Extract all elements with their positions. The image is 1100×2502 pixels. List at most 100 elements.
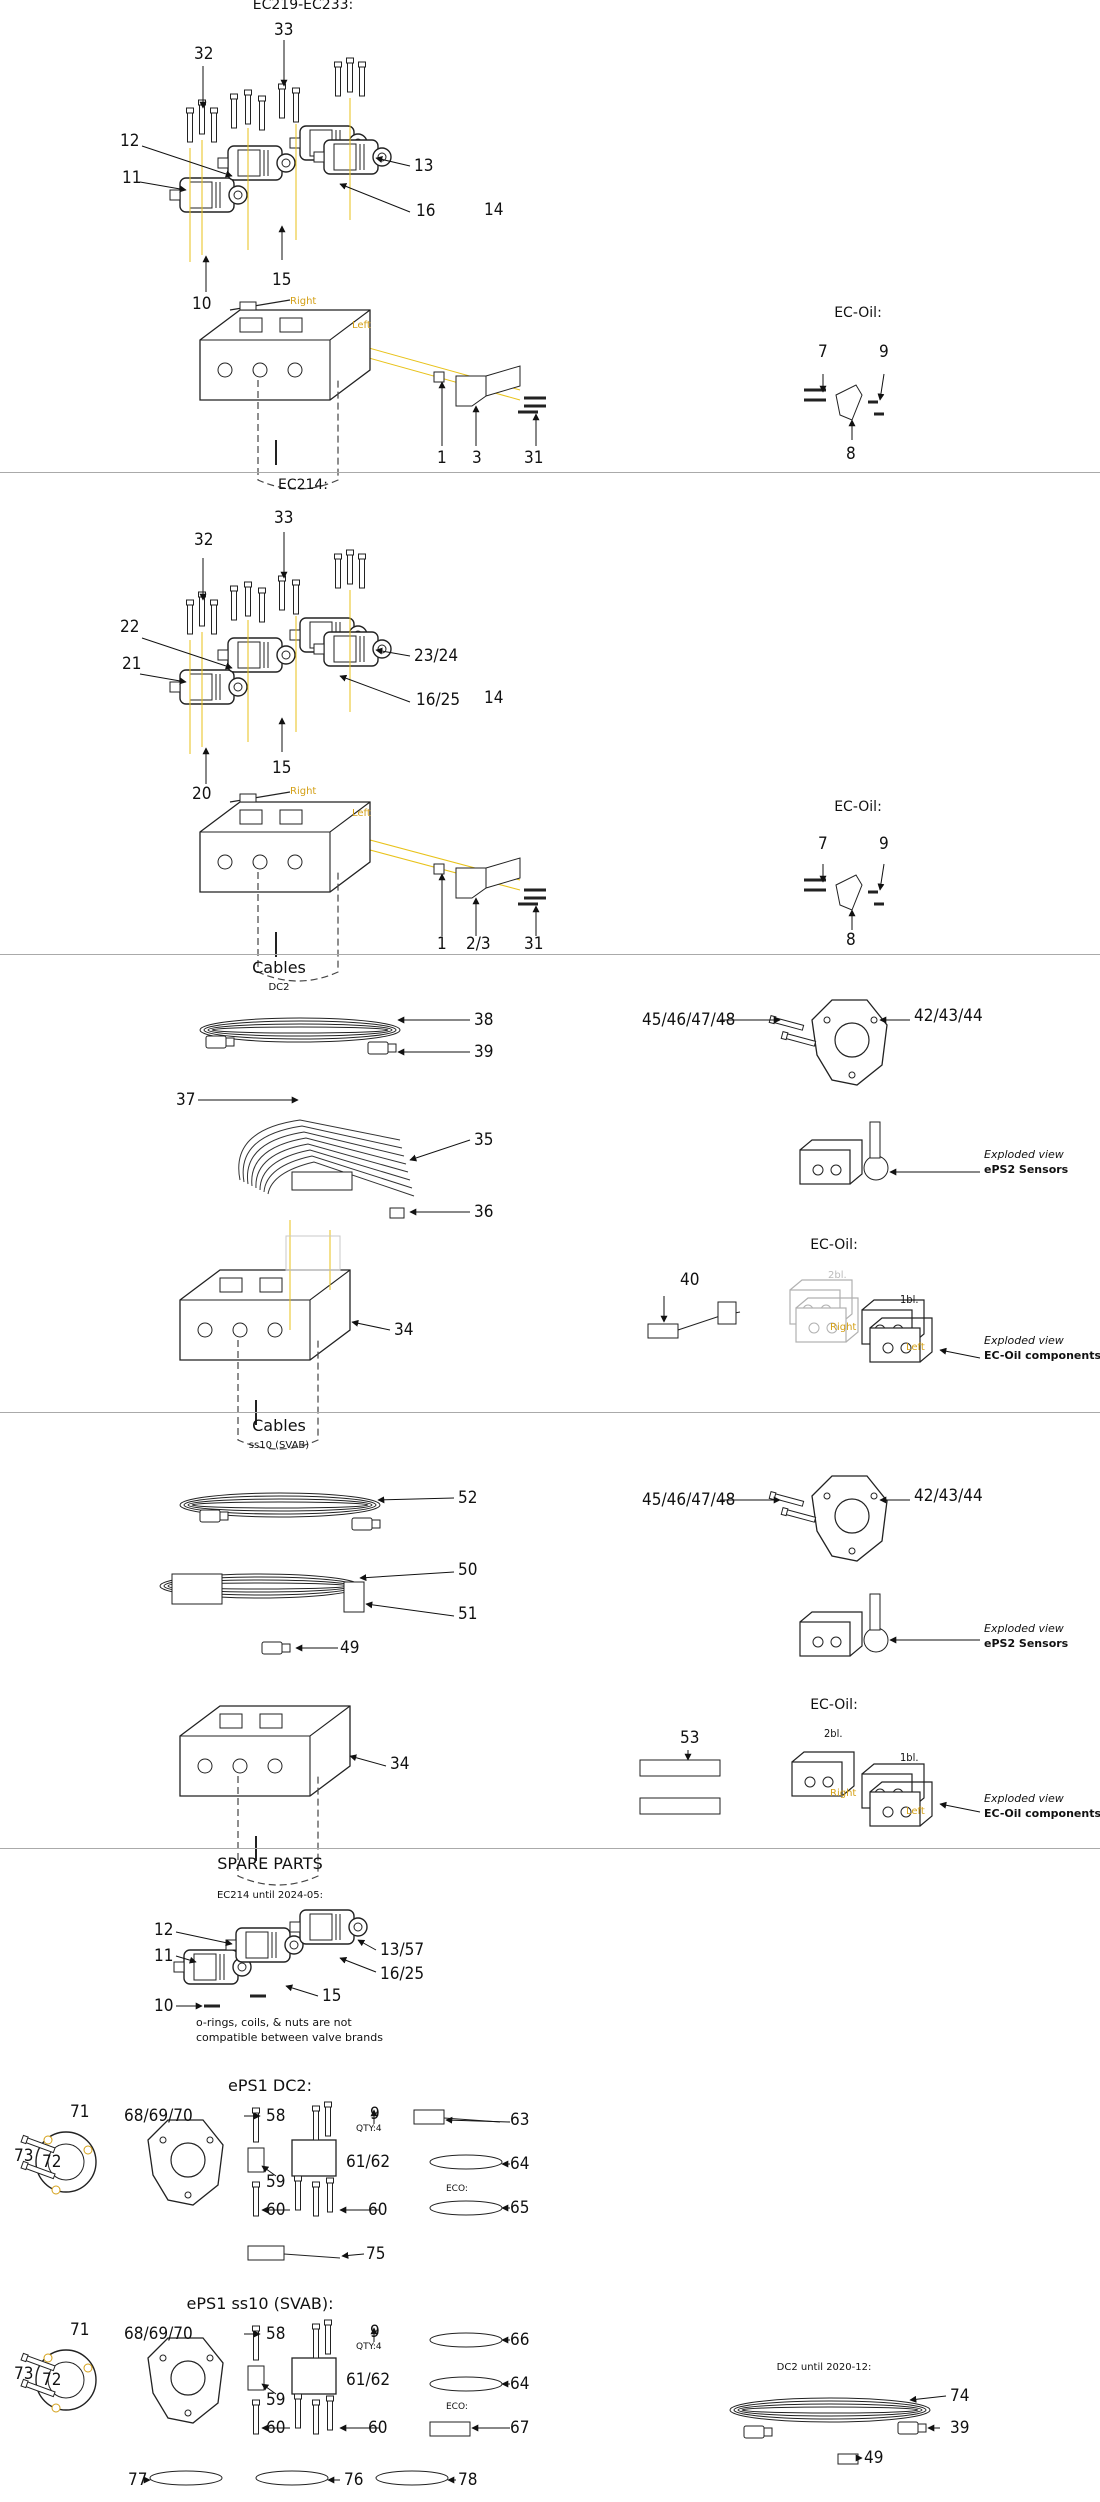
leader-lines: [139, 40, 885, 446]
callout-9: 9: [879, 834, 889, 854]
ecoil-components: [647, 1279, 933, 1363]
tag-1bl: 1bl.: [900, 1751, 919, 1764]
divider: [0, 954, 1100, 955]
callout-8: 8: [846, 444, 856, 464]
ecoil-components: [639, 1751, 933, 1827]
callout-73: 73: [14, 2364, 34, 2384]
leader-lines: [139, 532, 885, 936]
callout-15: 15: [322, 1986, 342, 2006]
callout-10: 10: [192, 294, 212, 314]
manifold-block: [199, 791, 371, 982]
section-title: ePS1 ss10 (SVAB):: [186, 2294, 334, 2313]
callout-34: 34: [390, 1754, 410, 1774]
flange-71: [20, 2131, 97, 2195]
callout-38: 38: [474, 1010, 494, 1030]
callout-3: 3: [472, 448, 482, 468]
callout-34: 34: [394, 1320, 414, 1340]
tag-left: Left: [352, 808, 371, 819]
spare-valve-assembly: [173, 1909, 368, 2008]
callout-16-25: 16/25: [380, 1964, 425, 1984]
callout-23-24: 23/24: [414, 646, 459, 666]
callout-45-48: 45/46/47/48: [642, 1490, 736, 1510]
callout-8: 8: [846, 930, 856, 950]
divider: [0, 472, 1100, 473]
section-title: Cables: [252, 1416, 306, 1435]
callout-60: 60: [266, 2200, 286, 2220]
callout-60: 60: [368, 2418, 388, 2438]
callout-2-3: 2/3: [466, 934, 491, 954]
section-title: Cables: [252, 958, 306, 977]
ecoil-title: EC-Oil:: [810, 1697, 858, 1713]
cable-coil-50: [159, 1573, 365, 1613]
callout-64: 64: [510, 2374, 530, 2394]
section-subtitle: EC214 until 2024-05:: [216, 1890, 324, 1901]
callout-16: 16: [416, 201, 436, 221]
callout-37: 37: [176, 1090, 196, 1110]
callout-49: 49: [340, 1638, 360, 1658]
callout-11: 11: [154, 1946, 174, 1966]
callout-14: 14: [484, 688, 504, 708]
tag-right: Right: [830, 1322, 857, 1333]
callout-1: 1: [437, 934, 447, 954]
qty-note: QTY:4: [356, 2124, 382, 2134]
callout-21: 21: [122, 654, 142, 674]
qty-note: QTY:4: [356, 2342, 382, 2352]
callout-60: 60: [368, 2200, 388, 2220]
callout-59: 59: [266, 2172, 286, 2192]
callout-20: 20: [192, 784, 212, 804]
small-parts: [247, 2319, 337, 2435]
callout-14: 14: [484, 200, 504, 220]
section-cables-ss10: [159, 1475, 981, 1886]
callout-22: 22: [120, 617, 140, 637]
callout-49: 49: [864, 2448, 884, 2468]
callout-39: 39: [474, 1042, 494, 1062]
callout-33: 33: [274, 20, 294, 40]
callout-10: 10: [154, 1996, 174, 2016]
callout-31: 31: [524, 448, 544, 468]
callout-72: 72: [42, 2152, 62, 2172]
callout-32: 32: [194, 530, 214, 550]
callout-32: 32: [194, 44, 214, 64]
callout-11: 11: [122, 168, 142, 188]
section-eps1-ss10: [20, 2319, 510, 2486]
leader-lines: [198, 1016, 981, 1359]
callout-58: 58: [266, 2106, 286, 2126]
section-title: ePS1 DC2:: [228, 2076, 312, 2095]
section-dc2-until: [729, 2395, 947, 2465]
callout-9: 9: [370, 2322, 380, 2342]
tag-1bl: 1bl.: [900, 1293, 919, 1306]
section-ec214: [139, 532, 885, 982]
bracket-68: [147, 2119, 224, 2206]
cables-77-76-78: [149, 2470, 449, 2486]
manifold-block: [179, 1220, 351, 1450]
callout-35: 35: [474, 1130, 494, 1150]
callout-78: 78: [458, 2470, 478, 2490]
section-title: SPARE PARTS: [217, 1854, 323, 1873]
section-spare-parts: [173, 1909, 377, 2010]
callout-60: 60: [266, 2418, 286, 2438]
callout-50: 50: [458, 1560, 478, 1580]
callout-39: 39: [950, 2418, 970, 2438]
callout-75: 75: [366, 2244, 386, 2264]
section-title: DC2 until 2020-12:: [776, 2362, 872, 2373]
cable-harness-35: [238, 1119, 415, 1219]
section-title: EC214:: [277, 477, 329, 493]
ecoil-title: EC-Oil:: [834, 305, 882, 321]
section-cables-dc2: [179, 999, 981, 1450]
callout-33: 33: [274, 508, 294, 528]
callout-64: 64: [510, 2154, 530, 2174]
manifold-block: [199, 299, 371, 490]
divider: [0, 1848, 1100, 1849]
callout-15: 15: [272, 758, 292, 778]
callout-74: 74: [950, 2386, 970, 2406]
eco-note: ECO:: [446, 2402, 468, 2412]
callout-45-48: 45/46/47/48: [642, 1010, 736, 1030]
callout-7: 7: [818, 342, 828, 362]
eps2-sensors: [799, 1593, 889, 1657]
callout-71: 71: [70, 2320, 90, 2340]
cable-coil-38: [199, 1017, 401, 1055]
